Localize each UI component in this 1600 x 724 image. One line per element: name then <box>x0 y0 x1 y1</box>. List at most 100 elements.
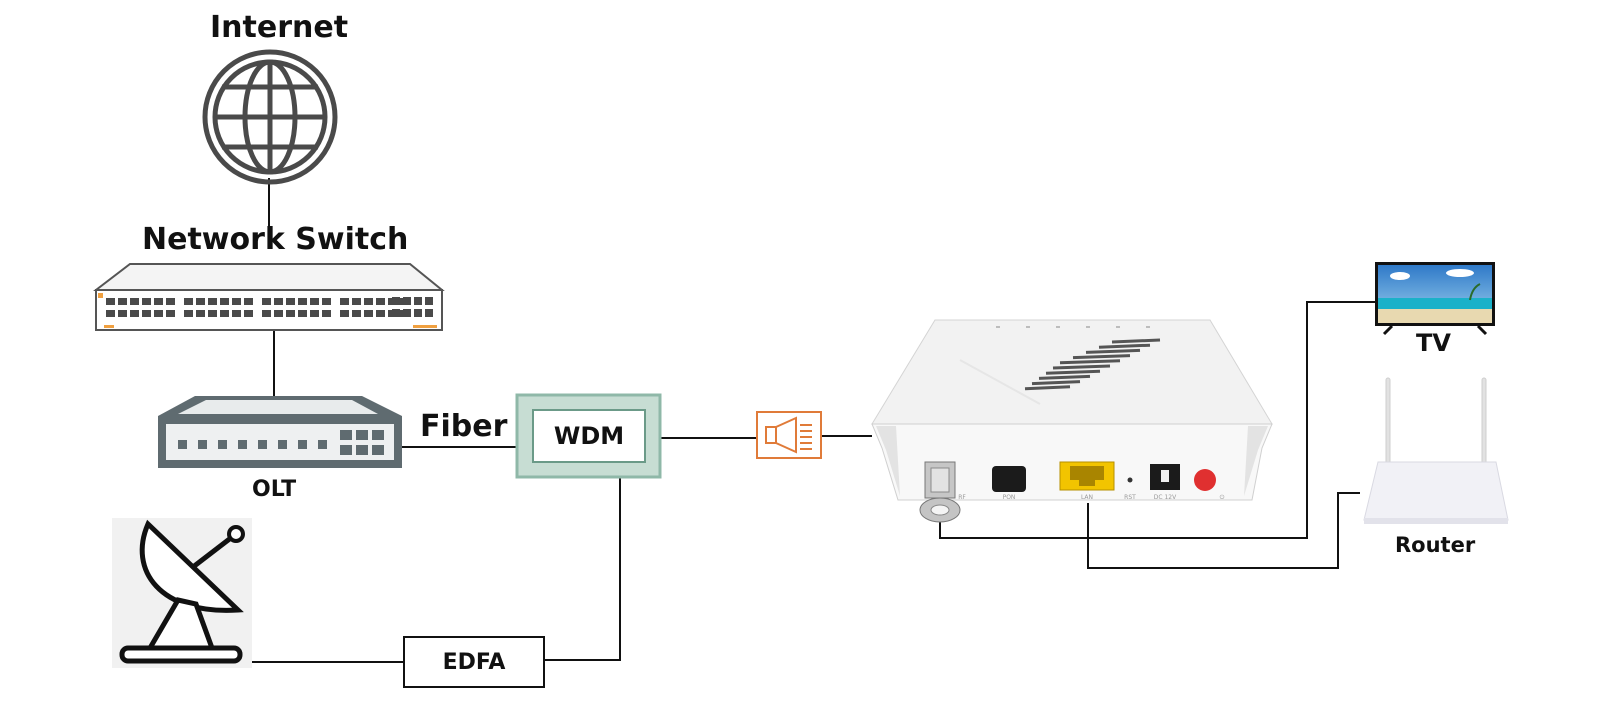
edfa-box <box>403 636 545 688</box>
pon-port <box>992 466 1026 492</box>
olt-port <box>258 440 267 449</box>
olt-uplink-port <box>372 430 384 440</box>
onu-vent <box>1111 338 1161 344</box>
switch-uplink-port <box>414 309 422 317</box>
switch-port <box>352 298 361 305</box>
onu-led <box>1116 326 1120 328</box>
onu-vent <box>1031 380 1081 386</box>
connection-lines <box>244 178 1375 663</box>
switch-port <box>298 310 307 317</box>
olt-icon <box>158 396 402 468</box>
tv-icon <box>1375 262 1495 336</box>
switch-port <box>262 310 271 317</box>
edfa-label: EDFA <box>442 649 506 675</box>
switch-port <box>220 310 229 317</box>
olt-label: OLT <box>252 477 297 502</box>
switch-port <box>364 298 373 305</box>
switch-port <box>298 298 307 305</box>
internet-label: Internet <box>210 10 349 45</box>
onu-indicator-leds <box>996 326 1150 328</box>
dc-power-jack <box>1150 464 1180 490</box>
switch-uplink-port <box>403 309 411 317</box>
switch-port <box>166 310 175 317</box>
router-label: Router <box>1395 533 1476 557</box>
olt-port <box>278 440 287 449</box>
globe-icon <box>202 49 338 185</box>
onu-vent <box>1072 354 1131 360</box>
reset-hole <box>1127 477 1133 483</box>
switch-port <box>154 310 163 317</box>
olt-uplink-port <box>340 445 352 455</box>
network-switch-label: Network Switch <box>142 222 409 257</box>
onu-port-label: PON <box>1003 494 1016 501</box>
olt-uplink-port <box>340 430 352 440</box>
onu-port-label: ⏻ <box>1220 494 1225 501</box>
switch-port <box>232 298 241 305</box>
onu-vent <box>1052 364 1111 370</box>
onu-vent <box>1024 385 1071 391</box>
switch-port <box>130 310 139 317</box>
olt-ports <box>178 430 384 455</box>
switch-port <box>340 298 349 305</box>
switch-ports <box>106 297 433 317</box>
wdm-label: WDM <box>553 422 625 450</box>
switch-uplink-port <box>425 309 433 317</box>
network-switch-icon <box>93 263 445 331</box>
olt-port <box>238 440 247 449</box>
onu-led <box>1056 326 1060 328</box>
tv-label: TV <box>1416 329 1451 357</box>
olt-port <box>298 440 307 449</box>
rf-port <box>919 461 961 523</box>
switch-port <box>274 310 283 317</box>
olt-uplink-port <box>356 430 368 440</box>
olt-uplink-port <box>356 445 368 455</box>
switch-port <box>340 310 349 317</box>
router-icon <box>1363 377 1509 524</box>
onu-vent <box>1059 359 1121 365</box>
wdm-to-edfa-line <box>544 478 621 661</box>
switch-uplink-port <box>425 297 433 305</box>
onu-vent <box>1038 374 1091 380</box>
switch-port <box>220 298 229 305</box>
onu-port-label: RF <box>958 494 966 501</box>
optical-connector-icon <box>756 411 822 459</box>
switch-port <box>118 310 127 317</box>
onu-port-label: LAN <box>1081 494 1093 501</box>
switch-port <box>310 310 319 317</box>
switch-port <box>142 310 151 317</box>
olt-uplink-port <box>372 445 384 455</box>
switch-port <box>184 310 193 317</box>
switch-port <box>154 298 163 305</box>
onu-vents <box>1024 338 1161 391</box>
onu-vent <box>1045 369 1101 375</box>
onu-vent <box>1085 348 1141 354</box>
switch-port <box>310 298 319 305</box>
switch-port <box>274 298 283 305</box>
onu-port-label: RST <box>1124 494 1136 501</box>
switch-port <box>286 310 295 317</box>
satellite-dish-icon <box>112 518 252 668</box>
switch-port <box>166 298 175 305</box>
switch-uplink-port <box>414 297 422 305</box>
onu-led <box>996 326 1000 328</box>
onu-led <box>1146 326 1150 328</box>
power-button <box>1194 469 1216 491</box>
switch-uplink-port <box>403 297 411 305</box>
switch-port <box>208 310 217 317</box>
switch-port <box>142 298 151 305</box>
switch-uplink-port <box>392 309 400 317</box>
switch-port <box>232 310 241 317</box>
switch-port <box>196 298 205 305</box>
switch-port <box>244 298 253 305</box>
switch-port <box>118 298 127 305</box>
lan-port <box>1059 461 1115 491</box>
switch-port <box>376 298 385 305</box>
olt-port <box>218 440 227 449</box>
switch-port <box>364 310 373 317</box>
switch-port <box>130 298 139 305</box>
switch-port <box>244 310 253 317</box>
switch-port <box>208 298 217 305</box>
switch-port <box>352 310 361 317</box>
